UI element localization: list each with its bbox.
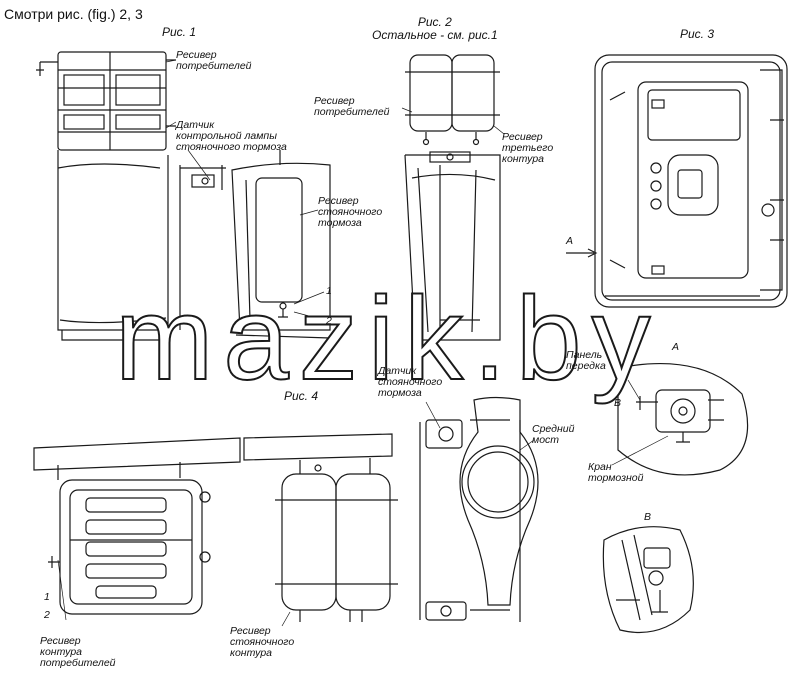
page-title: Смотри рис. (fig.) 2, 3 bbox=[4, 6, 143, 22]
label-middle-axle: Средний мост bbox=[532, 423, 575, 446]
fig3-cab bbox=[594, 54, 788, 308]
label-lamp-sensor: Датчик контрольной лампы стояночного тор… bbox=[176, 119, 287, 153]
label-brake-valve: Кран тормозной bbox=[588, 461, 644, 484]
fig2-caption: Рис. 2 Остальное - см. рис.1 bbox=[372, 15, 498, 42]
fig4-left-frame bbox=[33, 437, 241, 615]
label-receiver-parking-circuit: Ресивер стояночного контура bbox=[230, 625, 295, 659]
fig4-caption: Рис. 4 bbox=[284, 389, 319, 403]
detail-view-b bbox=[602, 526, 694, 634]
fig1-lamp-sensor bbox=[179, 165, 226, 330]
detail-view-a bbox=[617, 363, 749, 476]
fig2-frame bbox=[404, 151, 501, 341]
label-receiver-parking-1: Ресивер стояночного тормоза bbox=[318, 195, 383, 229]
fig4-middle-axle bbox=[419, 396, 539, 622]
watermark: mazik.by bbox=[114, 273, 661, 405]
label-view-a: A bbox=[672, 341, 680, 353]
label-receiver-consumers-2: Ресивер потребителей bbox=[314, 95, 390, 118]
label-view-b: B bbox=[644, 511, 652, 523]
fig1-caption: Рис. 1 bbox=[162, 25, 197, 39]
fig1-receiver-parking bbox=[231, 150, 331, 339]
label-receiver-third: Ресивер третьего контура bbox=[502, 131, 554, 165]
fig4-parking-receivers bbox=[243, 433, 398, 622]
label-receiver-circuit-consumers: Ресивер контура потребителей bbox=[40, 635, 116, 669]
label-front-panel: Панель передка bbox=[566, 349, 606, 372]
label-num2-a: 2 bbox=[326, 315, 332, 327]
fig3-caption: Рис. 3 bbox=[680, 27, 715, 41]
label-receiver-consumers-1: Ресивер потребителей bbox=[176, 49, 252, 72]
fig1-frame-rail bbox=[57, 150, 169, 341]
label-num1-a: 1 bbox=[326, 285, 332, 297]
label-num1-b: 1 bbox=[44, 591, 50, 603]
label-view-b-small: B bbox=[614, 397, 622, 409]
label-arrow-a: A bbox=[566, 235, 574, 247]
fig3-arrow-a bbox=[566, 248, 598, 258]
fig1-receiver-consumers bbox=[36, 51, 176, 151]
fig2-receivers bbox=[405, 54, 500, 146]
label-parking-sensor: Датчик стояночного тормоза bbox=[378, 365, 443, 399]
label-num2-b: 2 bbox=[44, 609, 50, 621]
